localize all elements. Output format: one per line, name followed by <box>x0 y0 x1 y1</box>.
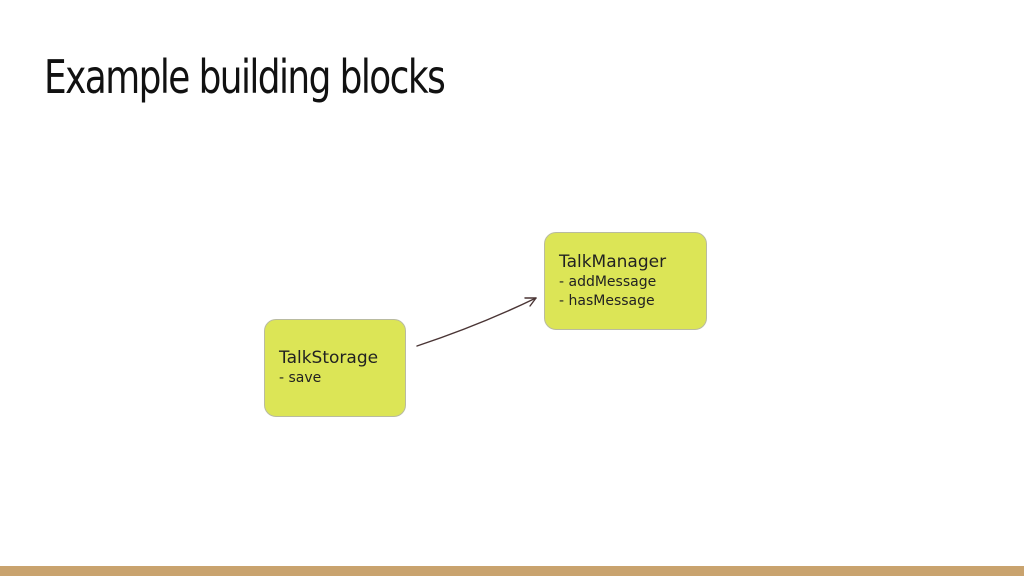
slide-title: Example building blocks <box>44 50 446 104</box>
talkmanager-block: TalkManager - addMessage - hasMessage <box>544 232 707 330</box>
talkmanager-method-hasmessage: - hasMessage <box>559 293 655 309</box>
talkmanager-method-addmessage: - addMessage <box>559 274 657 290</box>
talkstorage-name: TalkStorage <box>279 348 379 368</box>
talkstorage-method-save: - save <box>279 370 322 386</box>
talkstorage-block: TalkStorage - save <box>264 319 406 417</box>
talkmanager-name: TalkManager <box>559 252 667 272</box>
arrow-head-icon <box>524 297 537 307</box>
arrow-shaft <box>416 297 537 347</box>
footer-bar <box>0 566 1024 576</box>
